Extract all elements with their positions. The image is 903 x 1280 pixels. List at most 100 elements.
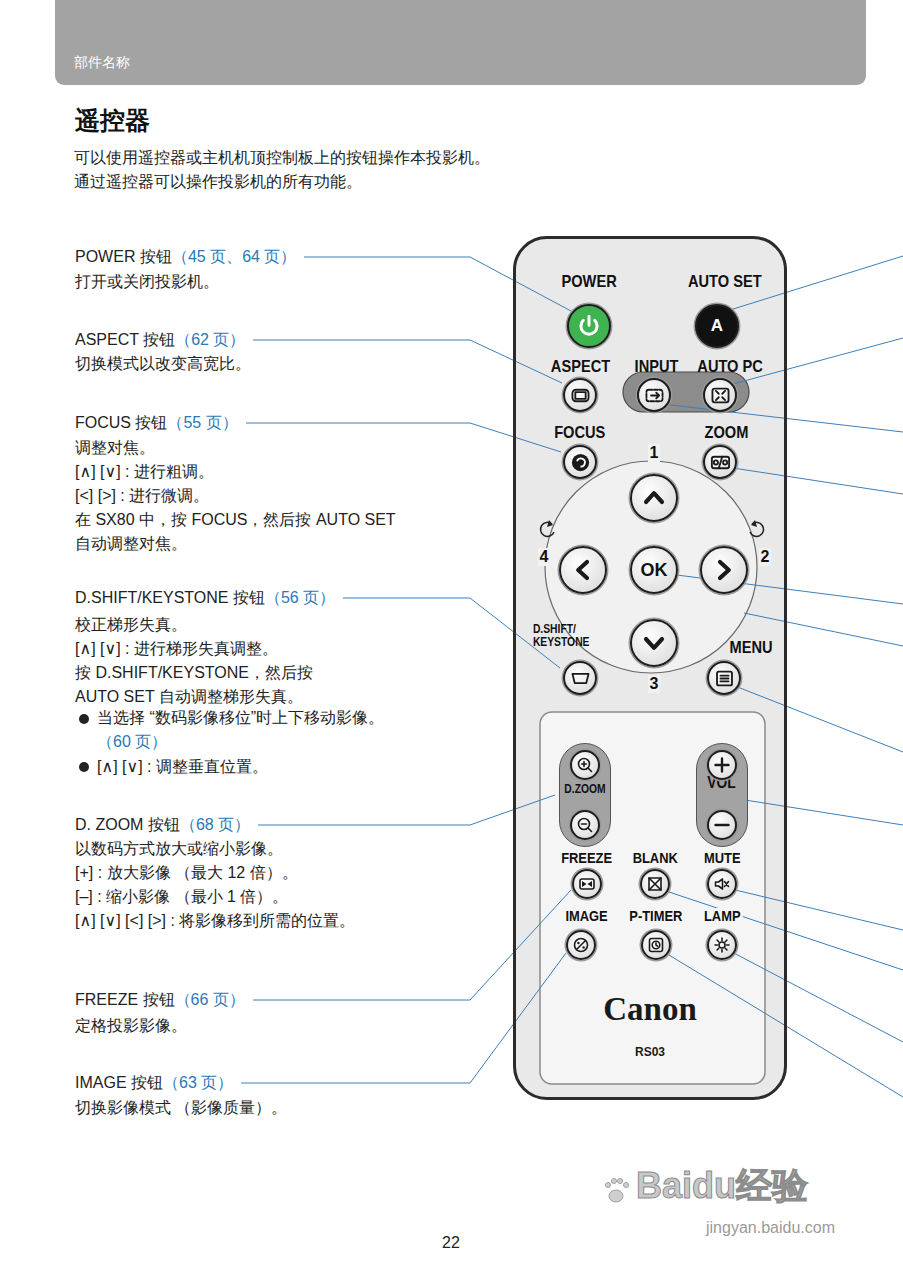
graphic <box>581 761 591 771</box>
button-label: ZOOM <box>681 424 771 443</box>
graphic <box>646 639 662 648</box>
remote-button: ZOOM <box>681 424 771 479</box>
graphic <box>718 456 721 468</box>
description-text: [∧] [∨] [<] [>] : 将影像移到所需的位置。 <box>75 912 355 929</box>
button-icon <box>712 815 732 835</box>
button-label-text: IMAGE <box>566 908 608 925</box>
button <box>640 869 670 899</box>
button-label-text: AUTO PC <box>697 358 763 377</box>
button <box>630 474 678 522</box>
button-label: POWER <box>544 273 634 292</box>
button <box>707 661 741 695</box>
button-label-text: P-TIMER <box>629 908 682 925</box>
callout-number: 2 <box>759 548 772 566</box>
graphic <box>578 818 591 831</box>
graphic <box>578 758 591 771</box>
text-row: 通过遥控器可以操作投影机的所有功能。 <box>74 170 362 194</box>
button <box>707 869 737 899</box>
remote-button: 2 <box>700 546 775 594</box>
graphic <box>582 881 592 887</box>
graphic <box>716 879 729 889</box>
button: OK <box>630 546 678 594</box>
text-row: D.SHIFT/KEYSTONE 按钮（56 页） <box>75 586 335 610</box>
leader-line <box>253 890 571 1000</box>
button-label-text: BLANK <box>632 850 677 867</box>
button-label: P-TIMER <box>611 907 701 925</box>
button-label: FOCUS <box>535 424 625 443</box>
watermark: Baidu经验 <box>636 1165 808 1206</box>
graphic <box>715 823 728 825</box>
text-row: 切换影像模式 （影像质量）。 <box>75 1096 287 1120</box>
graphic <box>578 562 587 578</box>
text-row: FREEZE 按钮（66 页） <box>75 988 245 1012</box>
remote-button: IMAGE <box>542 907 632 960</box>
button-label: 3 <box>644 675 664 693</box>
button-icon <box>567 554 599 586</box>
description-text: 切换模式以改变高宽比。 <box>75 355 251 372</box>
text-row: IMAGE 按钮（63 页） <box>75 1071 233 1095</box>
graphic <box>575 939 588 952</box>
description-text: 以数码方式放大或缩小影像。 <box>75 840 283 857</box>
button-icon <box>708 554 740 586</box>
remote-button: INPUT <box>611 358 701 412</box>
button-label-text: ASPECT <box>550 358 609 377</box>
description-text: 通过遥控器可以操作投影机的所有功能。 <box>74 173 362 190</box>
button <box>559 546 607 594</box>
button <box>703 445 737 479</box>
graphic <box>575 392 585 399</box>
graphic <box>649 878 661 890</box>
description-text: D.SHIFT/KEYSTONE 按钮 <box>75 589 265 606</box>
button-label: BLANK <box>610 849 700 867</box>
button-label: MUTE <box>677 849 767 867</box>
button <box>570 750 600 780</box>
description-text: 调整对焦。 <box>75 439 155 456</box>
description-text: 按 D.SHIFT/KEYSTONE，然后按 AUTO SET 自动调整梯形失真… <box>75 664 313 705</box>
graphic <box>646 389 662 401</box>
leader-line <box>258 795 555 825</box>
text-row: [∧] [∨] : 调整垂直位置。 <box>97 755 268 779</box>
graphic <box>715 390 724 399</box>
button <box>707 930 737 960</box>
description-text: 可以使用遥控器或主机机顶控制板上的按钮操作本投影机。 <box>74 149 490 166</box>
button-label-text: FREEZE <box>562 850 613 867</box>
page-reference: （56 页） <box>265 589 335 606</box>
graphic <box>646 389 662 401</box>
button-label-text: D.SHIFT/ KEYSTONE <box>533 623 593 648</box>
description-text: 当选择 “数码影像移位”时上下移动影像。 <box>97 709 384 726</box>
graphic <box>723 460 727 464</box>
button-icon <box>712 755 732 775</box>
button-label: INPUT <box>611 358 701 377</box>
button-icon <box>645 874 665 894</box>
button <box>572 869 602 899</box>
remote-button: OK <box>630 546 678 594</box>
button-icon <box>569 451 592 474</box>
graphic <box>650 939 663 952</box>
page-reference: （68 页） <box>180 816 250 833</box>
remote-button: BLANK <box>610 849 700 899</box>
button-label-text: LAMP <box>702 908 742 925</box>
text-row: [∧] [∨] [<] [>] : 将影像移到所需的位置。 <box>75 909 355 933</box>
button-label: 1 <box>644 444 664 462</box>
description-text: 在 SX80 中，按 FOCUS，然后按 AUTO SET 自动调整对焦。 <box>75 511 395 552</box>
description-text: 切换影像模式 （影像质量）。 <box>75 1099 287 1116</box>
button-label-text: AUTO SET <box>688 273 762 292</box>
graphic <box>717 671 732 685</box>
remote-button: P-TIMER <box>611 907 701 960</box>
graphic <box>715 758 728 771</box>
text-row: [∧] [∨] : 进行粗调。 <box>75 460 214 484</box>
button-label: AUTO PC <box>685 358 775 377</box>
button-label-text: MENU <box>729 639 772 658</box>
remote-button: A AUTO SET <box>670 273 780 348</box>
button-icon <box>575 815 595 835</box>
button-face-text: A <box>711 316 723 336</box>
description-text: [∧] [∨] : 调整垂直位置。 <box>97 758 268 775</box>
button-group: D.ZOOM <box>559 743 611 847</box>
leader-lines <box>241 256 903 1097</box>
graphic <box>580 879 594 889</box>
button <box>707 810 737 840</box>
text-row: 22 <box>431 1231 471 1255</box>
model-number: RS03 <box>516 1045 784 1059</box>
graphic <box>715 938 729 952</box>
button-icon <box>574 311 604 341</box>
remote-button: 3 <box>630 619 678 697</box>
